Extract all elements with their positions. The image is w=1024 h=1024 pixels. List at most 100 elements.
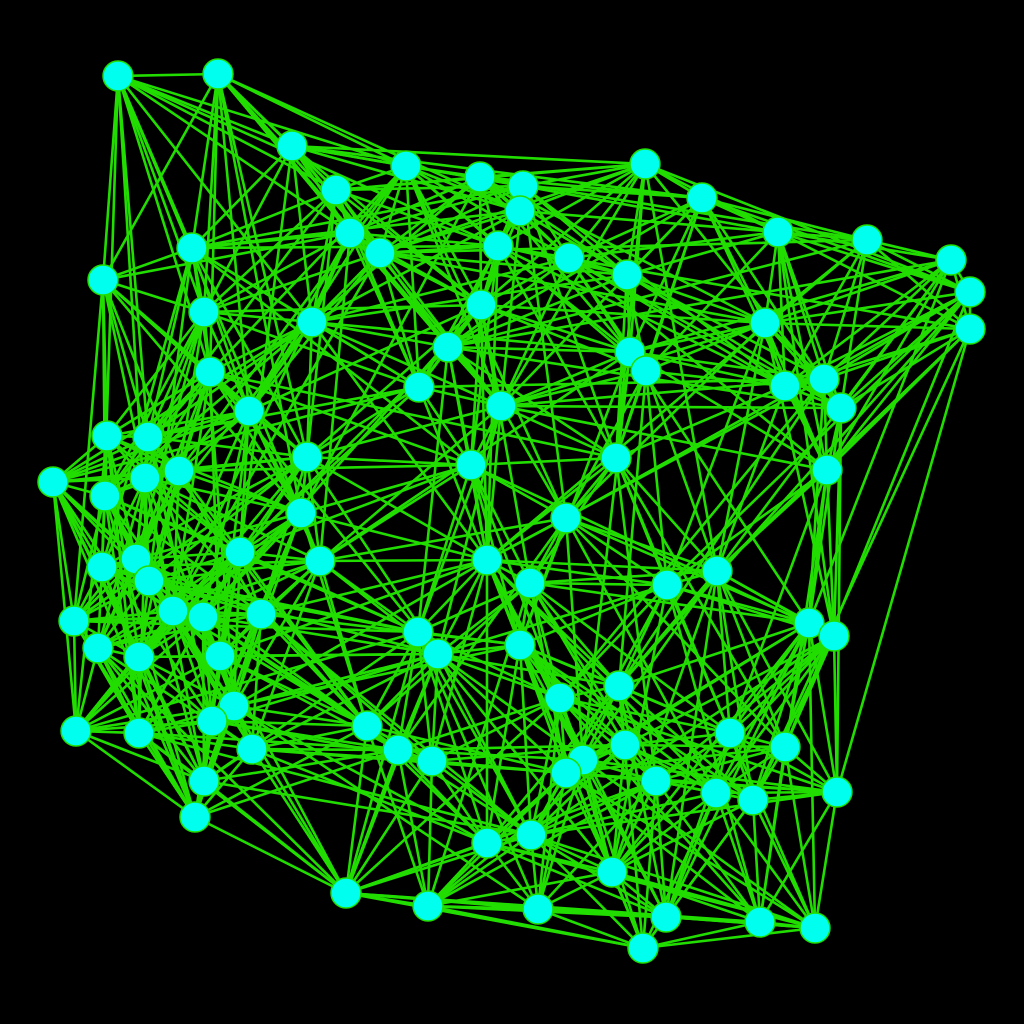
- graph-edge: [614, 196, 704, 460]
- graph-node: [123, 641, 155, 673]
- graph-edge: [318, 516, 568, 563]
- graph-edge: [825, 468, 836, 638]
- graph-edge: [334, 188, 483, 307]
- graph-node: [82, 632, 114, 664]
- graph-node: [544, 682, 576, 714]
- graph-edge: [101, 278, 206, 314]
- graph-edge: [665, 321, 767, 587]
- graph-edge: [564, 745, 787, 775]
- graph-edge: [610, 583, 669, 874]
- graph-edge: [643, 162, 719, 573]
- graph-edge: [310, 320, 503, 408]
- graph-edge: [614, 162, 647, 460]
- graph-node: [799, 912, 831, 944]
- graph-edge: [715, 569, 839, 794]
- graph-edge: [378, 251, 421, 389]
- graph-edge: [96, 615, 205, 650]
- graph-edge: [529, 634, 836, 837]
- graph-edge: [74, 550, 242, 733]
- graph-edge: [96, 557, 138, 650]
- graph-node: [686, 182, 718, 214]
- graph-edge: [416, 404, 503, 634]
- graph-node: [651, 569, 683, 601]
- graph-edge: [763, 321, 972, 331]
- graph-node: [954, 313, 986, 345]
- graph-edge: [564, 771, 817, 930]
- graph-edge: [751, 798, 762, 924]
- graph-edge: [101, 278, 150, 439]
- graph-edge: [641, 779, 658, 950]
- graph-node: [640, 765, 672, 797]
- graph-edge: [426, 833, 533, 908]
- graph-node: [825, 392, 857, 424]
- graph-edge: [238, 463, 473, 554]
- graph-node: [416, 745, 448, 777]
- graph-edge: [485, 581, 532, 845]
- graph-node: [58, 605, 90, 637]
- graph-edge: [715, 468, 829, 573]
- graph-edge: [665, 583, 762, 924]
- graph-edge: [479, 303, 532, 585]
- graph-node: [811, 454, 843, 486]
- graph-edge: [763, 258, 953, 325]
- graph-node: [611, 259, 643, 291]
- graph-node: [793, 607, 825, 639]
- graph-edge: [625, 230, 780, 277]
- graph-edge: [654, 779, 668, 919]
- graph-edge: [208, 320, 314, 374]
- graph-edge: [499, 162, 647, 408]
- graph-edge: [193, 815, 348, 895]
- graph-node: [412, 890, 444, 922]
- graph-edge: [529, 833, 645, 950]
- graph-edge: [101, 246, 194, 282]
- graph-node: [224, 536, 256, 568]
- graph-edge: [74, 729, 206, 783]
- graph-node: [432, 331, 464, 363]
- graph-edge: [416, 558, 489, 634]
- graph-edge: [202, 779, 533, 837]
- graph-edge: [581, 758, 839, 794]
- graph-node: [629, 148, 661, 180]
- graph-edge: [446, 258, 953, 349]
- graph-edge: [404, 164, 421, 389]
- graph-node: [471, 544, 503, 576]
- graph-node: [296, 306, 328, 338]
- graph-edge: [436, 404, 503, 656]
- graph-node: [650, 901, 682, 933]
- graph-edge: [436, 652, 817, 930]
- graph-edge: [485, 558, 668, 919]
- graph-edge: [146, 385, 421, 439]
- graph-edge: [101, 231, 352, 282]
- graph-node: [514, 567, 546, 599]
- graph-edge: [202, 310, 421, 389]
- graph-edge: [208, 370, 473, 467]
- graph-node: [504, 629, 536, 661]
- graph-edge: [416, 630, 614, 874]
- graph-edge: [700, 196, 972, 294]
- graph-node: [91, 420, 123, 452]
- graph-edge: [728, 468, 829, 735]
- graph-node: [188, 296, 220, 328]
- graph-edge: [835, 327, 972, 794]
- graph-edge: [536, 907, 645, 950]
- graph-edge: [839, 238, 869, 410]
- graph-node: [194, 356, 226, 388]
- graph-edge: [528, 581, 621, 688]
- graph-edge: [416, 463, 473, 634]
- graph-edge: [51, 480, 206, 783]
- graph-edge: [446, 256, 571, 349]
- graph-edge: [715, 321, 767, 573]
- graph-node: [202, 58, 234, 90]
- graph-edge: [617, 569, 719, 688]
- graph-node: [402, 616, 434, 648]
- graph-node: [291, 441, 323, 473]
- graph-edge: [190, 72, 220, 250]
- graph-edge: [171, 609, 214, 723]
- graph-node: [285, 497, 317, 529]
- graph-node: [89, 480, 121, 512]
- graph-edge: [201, 303, 483, 619]
- graph-edge: [558, 377, 826, 700]
- graph-edge: [250, 747, 400, 752]
- graph-edge: [479, 256, 571, 307]
